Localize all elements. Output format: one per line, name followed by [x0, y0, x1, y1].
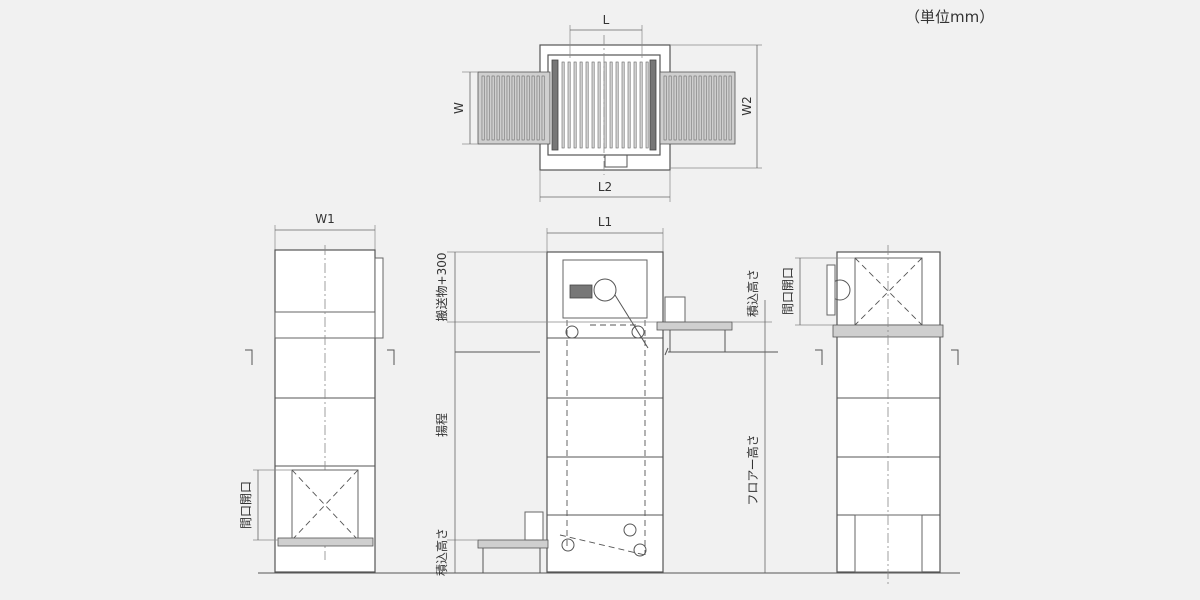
roller [673, 75, 677, 141]
roller [663, 75, 667, 141]
dim-label-l: L [603, 13, 610, 27]
roller [703, 75, 707, 141]
section-mark-right-a [815, 349, 823, 365]
plan-drive-unit [604, 154, 628, 168]
roller [603, 61, 607, 149]
drive-gear-icon [593, 278, 617, 302]
plan-right-conveyor [659, 71, 736, 145]
roller [511, 75, 515, 141]
roller [585, 61, 589, 149]
roller [597, 61, 601, 149]
plan-right-rollers [663, 75, 732, 141]
lower-stopper [524, 511, 544, 541]
roller [501, 75, 505, 141]
roller [728, 75, 732, 141]
upper-stopper [664, 296, 686, 323]
drive-motor [569, 284, 593, 299]
roller [718, 75, 722, 141]
roller [627, 61, 631, 149]
label-opening-right: 間口開口 [781, 267, 795, 315]
left-side-plate [374, 257, 384, 339]
right-side-plate [826, 264, 836, 316]
roller [506, 75, 510, 141]
label-loading-height-upper: 積込高さ [745, 269, 760, 317]
roller [486, 75, 490, 141]
plan-left-chain [551, 59, 559, 151]
right-bottom-panel [854, 514, 923, 573]
label-floor-height: フロアー高さ [745, 434, 760, 505]
roller [536, 75, 540, 141]
roller [713, 75, 717, 141]
left-carriage-conveyor [277, 537, 374, 547]
section-mark-left-b [387, 349, 395, 365]
roller [645, 61, 649, 149]
roller [633, 61, 637, 149]
roller [567, 61, 571, 149]
section-mark-right-b [951, 349, 959, 365]
lower-in-conveyor [477, 539, 549, 549]
roller [688, 75, 692, 141]
roller [591, 61, 595, 149]
dim-label-l1: L1 [598, 215, 612, 229]
roller [521, 75, 525, 141]
plan-center-rollers [561, 61, 649, 149]
upper-sprocket-left [565, 325, 579, 339]
roller [609, 61, 613, 149]
lower-sprocket [623, 523, 637, 537]
dim-label-l2: L2 [598, 180, 612, 194]
lower-sprocket-left [561, 538, 575, 552]
label-opening-left: 間口開口 [239, 481, 253, 529]
section-mark-left-a [245, 349, 253, 365]
top-plan-view: L W W2 L2 [452, 13, 762, 202]
label-load-plus-300: 搬送物+300 [434, 253, 449, 322]
dim-label-w1: W1 [315, 212, 335, 226]
lower-sprocket-right [633, 543, 647, 557]
label-loading-height-lower: 積込高さ [434, 528, 449, 576]
roller [693, 75, 697, 141]
upper-sprocket-right [631, 325, 645, 339]
roller [723, 75, 727, 141]
left-elevation-view: W1 間口開口 [239, 212, 395, 573]
roller [639, 61, 643, 149]
drive-arm [614, 294, 649, 349]
roller [668, 75, 672, 141]
roller [516, 75, 520, 141]
roller [496, 75, 500, 141]
label-lift-stroke: 揚程 [434, 413, 449, 437]
unit-note: （単位mm） [905, 8, 995, 26]
roller [708, 75, 712, 141]
right-elevation-view: 間口開口 [781, 245, 959, 585]
roller [526, 75, 530, 141]
roller [531, 75, 535, 141]
roller [579, 61, 583, 149]
dim-label-w: W [452, 102, 466, 114]
roller [621, 61, 625, 149]
center-elevation-view: L1 [434, 215, 778, 576]
roller [541, 75, 545, 141]
dim-label-w2: W2 [740, 96, 754, 116]
roller [491, 75, 495, 141]
roller [561, 61, 565, 149]
roller [678, 75, 682, 141]
roller [615, 61, 619, 149]
upper-out-conveyor [656, 321, 733, 331]
roller [683, 75, 687, 141]
roller [573, 61, 577, 149]
plan-right-chain [649, 59, 657, 151]
roller [698, 75, 702, 141]
roller [481, 75, 485, 141]
plan-left-rollers [481, 75, 545, 141]
